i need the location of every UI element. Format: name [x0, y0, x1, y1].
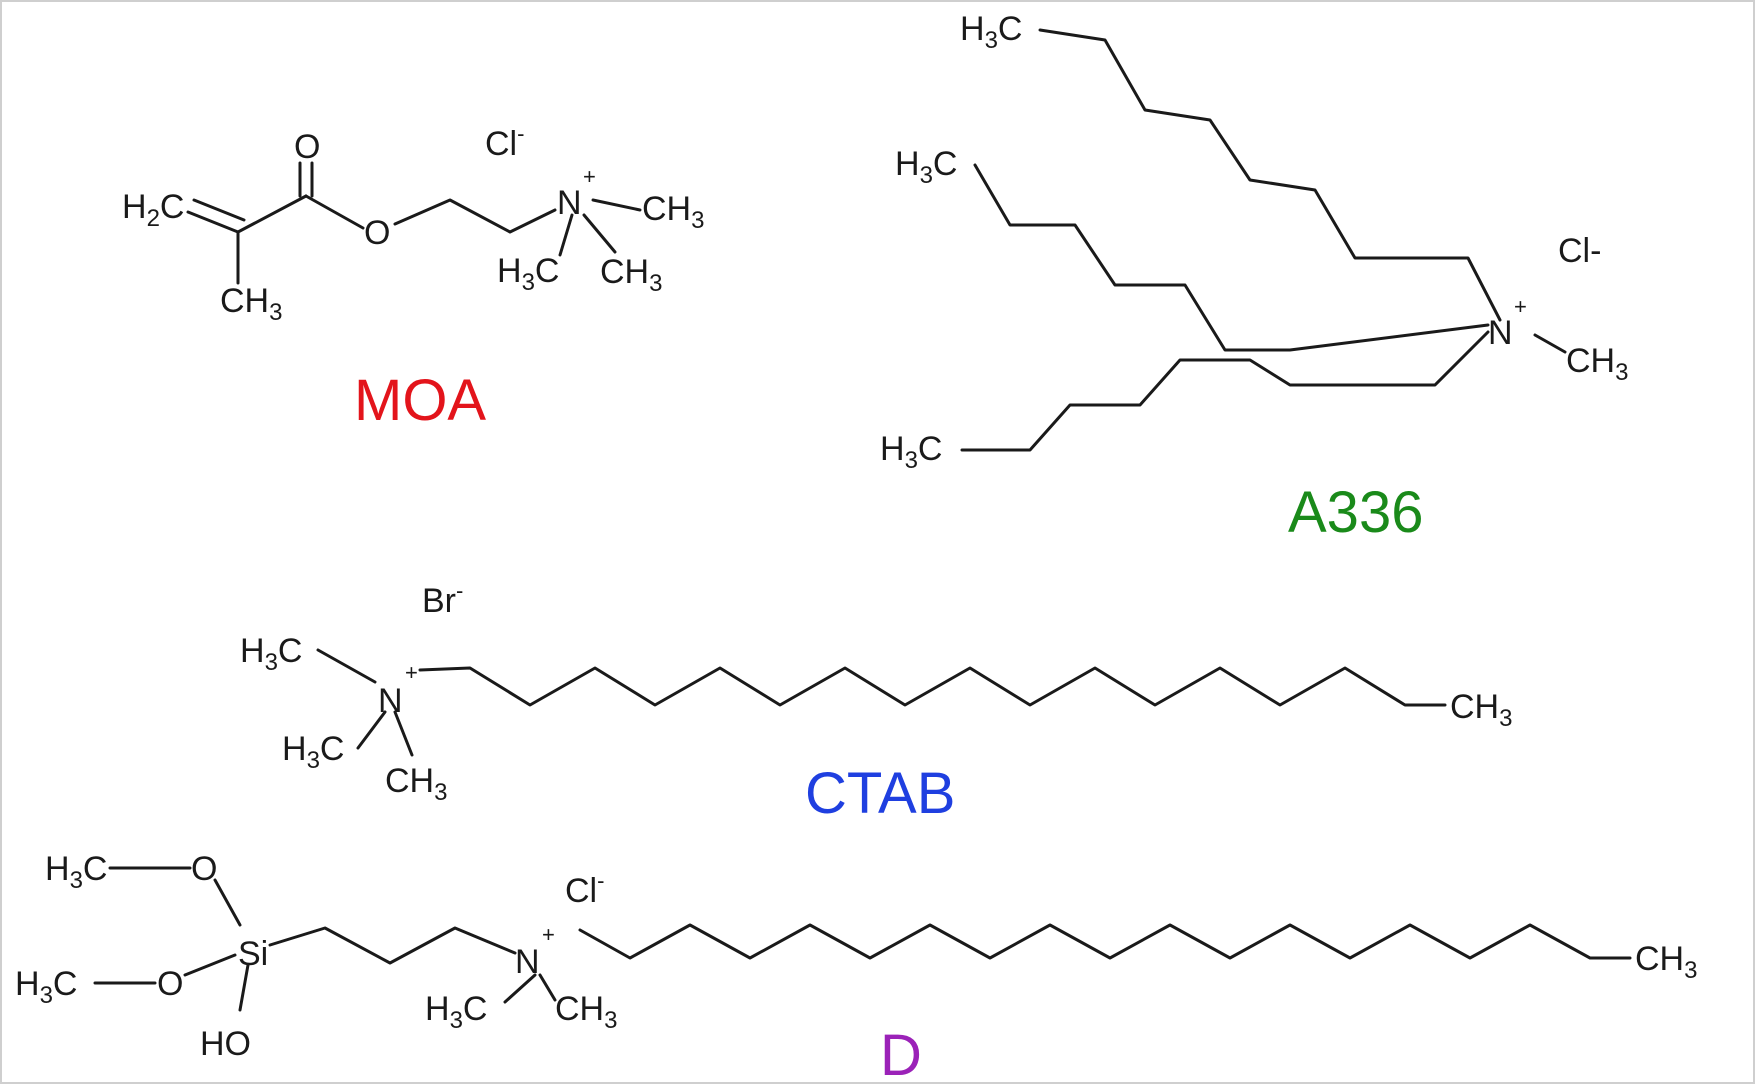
d-ch3-end-label: CH3	[1635, 940, 1697, 984]
a336-h3c-mid-label: H3C	[895, 145, 957, 189]
d-h3c-low-label: H3C	[425, 990, 487, 1034]
moa-ester-o: O	[364, 214, 390, 252]
ctab-alkyl-chain	[418, 666, 1447, 707]
moa-counterion: Cl-	[485, 121, 524, 163]
molecule-ctab: Br- H3C N + H3C CH3 CH3 CTAB	[240, 578, 1512, 826]
a336-h3c-bot-label: H3C	[880, 430, 942, 474]
moa-nitrogen: N	[557, 184, 582, 222]
ctab-h3c-top-label: H3C	[240, 632, 302, 676]
molecule-d: H3C O H3C O Si HO Cl- N + H3C CH3 CH3 D	[15, 850, 1697, 1088]
d-ho: HO	[200, 1025, 251, 1063]
moa-n-charge: +	[583, 164, 596, 189]
d-nitrogen: N	[515, 943, 540, 981]
d-n-methyl-right	[538, 973, 557, 1002]
moa-ch3-right-label: CH3	[642, 190, 704, 234]
d-propyl-chain	[268, 926, 517, 965]
d-ch3-low-label: CH3	[555, 990, 617, 1034]
moa-carbonyl-o: O	[294, 128, 320, 166]
molecule-a336: H3C H3C H3C Cl- N + CH3 A336	[880, 10, 1628, 545]
d-si-oh-bond	[238, 963, 250, 1012]
ctab-n-charge: +	[405, 660, 418, 685]
d-o1: O	[191, 850, 217, 888]
d-h3c-o2-label: H3C	[15, 965, 77, 1009]
a336-h3c-top-label: H3C	[960, 10, 1022, 54]
d-methoxy2-bond-b	[183, 953, 237, 977]
moa-ch3-low-label: CH3	[600, 253, 662, 297]
ctab-counterion: Br-	[422, 578, 463, 620]
moa-h3c-low-label: H3C	[497, 252, 559, 296]
d-name: D	[880, 1023, 922, 1084]
ctab-n-methyl-bottom	[393, 710, 414, 757]
moa-ch3-vinyl-label: CH3	[220, 282, 282, 326]
ctab-ch3-bottom-label: CH3	[385, 762, 447, 806]
moa-h2c-label: H2C	[122, 188, 184, 232]
a336-chain-bot	[960, 330, 1490, 452]
moa-ethylene-chain	[393, 198, 557, 234]
d-counterion: Cl-	[565, 868, 604, 910]
a336-n-methyl-bond	[1533, 333, 1567, 354]
a336-name: A336	[1288, 480, 1423, 545]
ctab-nitrogen: N	[378, 682, 403, 720]
ctab-n-methyl-low	[356, 710, 387, 750]
moa-double-bond-b	[192, 198, 246, 222]
moa-n-methyl-low	[582, 213, 617, 254]
d-methoxy1-bond-b	[213, 878, 242, 927]
d-si: Si	[238, 935, 268, 973]
moa-ester-bond-1	[304, 194, 365, 230]
moa-n-methyl-left	[558, 213, 574, 257]
d-h3c-o1-label: H3C	[45, 850, 107, 894]
a336-chain-top	[1038, 28, 1502, 322]
ctab-ch3-end-label: CH3	[1450, 688, 1512, 732]
a336-nitrogen: N	[1488, 314, 1513, 352]
ctab-name: CTAB	[805, 761, 955, 826]
molecule-moa: H2C CH3 O O Cl- N + CH3 H3C CH3 MOA	[122, 121, 704, 433]
a336-chain-mid	[973, 163, 1490, 352]
moa-name: MOA	[354, 368, 486, 433]
a336-n-charge: +	[1514, 294, 1527, 319]
d-n-methyl-left	[503, 973, 537, 1004]
ctab-h3c-low-label: H3C	[282, 730, 344, 774]
ctab-n-methyl-top	[316, 648, 377, 684]
moa-n-methyl-right	[591, 198, 642, 212]
d-alkyl-chain	[578, 923, 1632, 960]
moa-double-bond-a	[186, 210, 240, 234]
moa-vinyl-carbonyl-bond	[236, 194, 308, 234]
a336-counterion: Cl-	[1558, 232, 1601, 270]
a336-ch3-label: CH3	[1566, 342, 1628, 386]
d-o2: O	[157, 965, 183, 1003]
d-n-charge: +	[542, 922, 555, 947]
